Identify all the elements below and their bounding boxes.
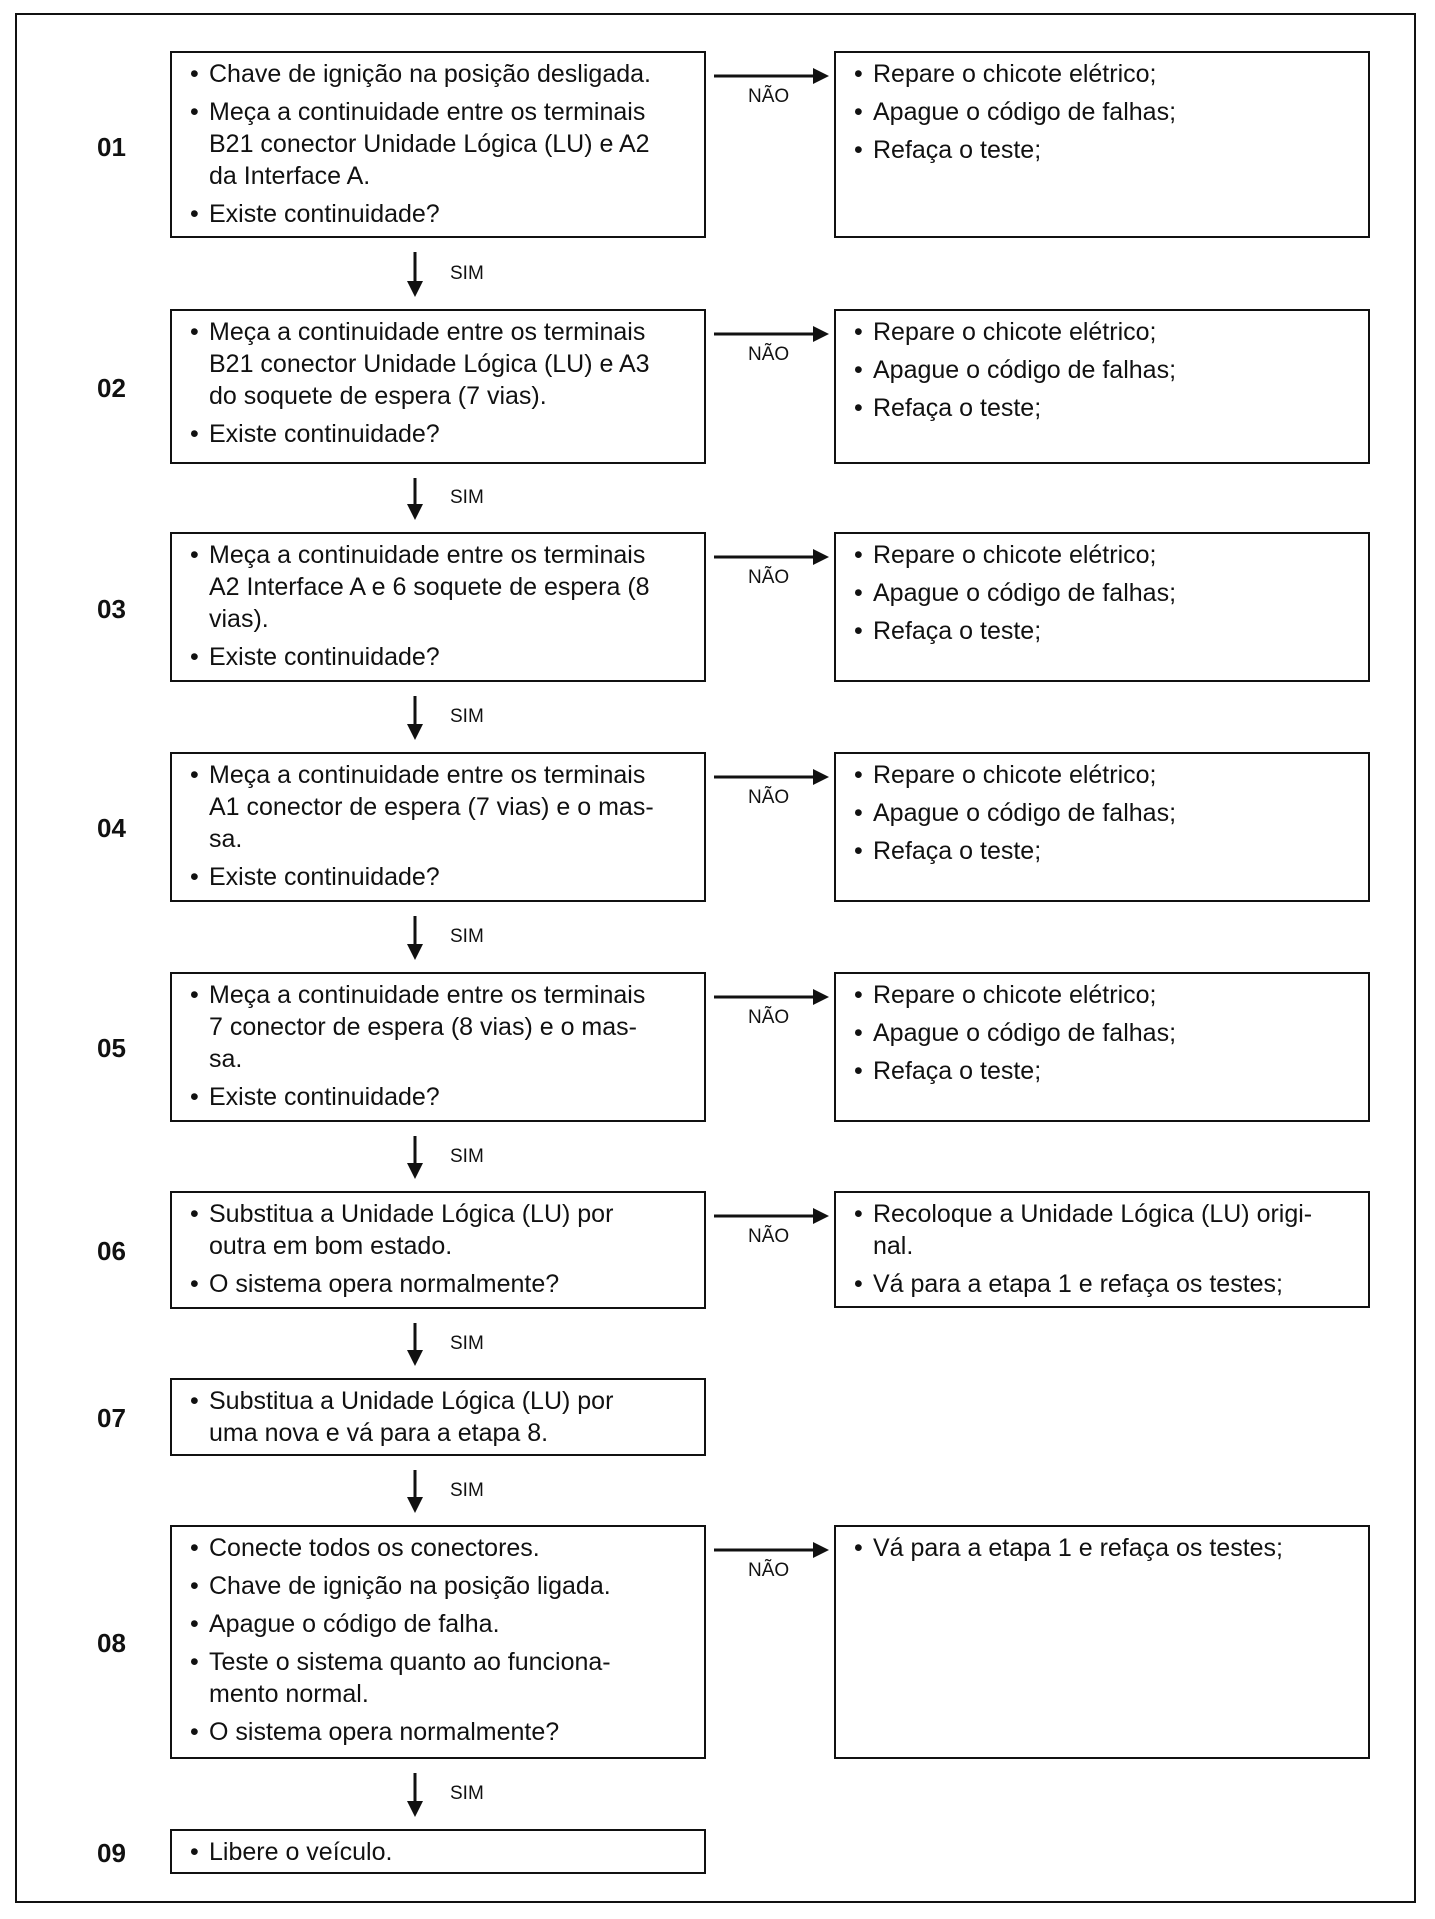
action-box: Repare o chicote elétrico; Apague o códig… bbox=[834, 51, 1370, 238]
no-arrow-head bbox=[813, 769, 829, 785]
step-number: 08 bbox=[97, 1628, 126, 1658]
check-item: Existe continuidade? bbox=[190, 861, 690, 893]
check-item: Meça a continuidade entre os terminaisA1… bbox=[190, 759, 690, 855]
check-item: Apague o código de falha. bbox=[190, 1608, 690, 1640]
check-box: Meça a continuidade entre os terminaisA1… bbox=[170, 752, 706, 902]
action-box: Repare o chicote elétrico; Apague o códig… bbox=[834, 972, 1370, 1122]
step-number: 07 bbox=[97, 1403, 126, 1433]
action-item: Repare o chicote elétrico; bbox=[854, 58, 1354, 90]
action-item: Vá para a etapa 1 e refaça os testes; bbox=[854, 1532, 1354, 1564]
check-item: Existe continuidade? bbox=[190, 1081, 690, 1113]
yes-label: SIM bbox=[450, 1146, 484, 1167]
no-label: NÃO bbox=[748, 1226, 790, 1247]
check-item: Meça a continuidade entre os terminaisA2… bbox=[190, 539, 690, 635]
no-label: NÃO bbox=[748, 1007, 790, 1028]
check-item: Libere o veículo. bbox=[190, 1836, 690, 1868]
yes-arrow-head bbox=[407, 281, 423, 297]
yes-label: SIM bbox=[450, 706, 484, 727]
check-item: Existe continuidade? bbox=[190, 418, 690, 450]
action-item: Refaça o teste; bbox=[854, 392, 1354, 424]
yes-label: SIM bbox=[450, 263, 484, 284]
no-arrow-head bbox=[813, 68, 829, 84]
no-label: NÃO bbox=[748, 787, 790, 808]
check-item: Existe continuidade? bbox=[190, 641, 690, 673]
diagram-frame bbox=[15, 13, 1416, 1903]
check-box: Meça a continuidade entre os terminais7 … bbox=[170, 972, 706, 1122]
check-item: Chave de ignição na posição desligada. bbox=[190, 58, 690, 90]
action-item: Refaça o teste; bbox=[854, 1055, 1354, 1087]
check-box: Libere o veículo. bbox=[170, 1829, 706, 1874]
check-item: Chave de ignição na posição ligada. bbox=[190, 1570, 690, 1602]
check-item: Meça a continuidade entre os terminaisB2… bbox=[190, 316, 690, 412]
step-number: 02 bbox=[97, 373, 126, 403]
action-item: Repare o chicote elétrico; bbox=[854, 979, 1354, 1011]
check-box: Meça a continuidade entre os terminaisA2… bbox=[170, 532, 706, 682]
action-item: Repare o chicote elétrico; bbox=[854, 316, 1354, 348]
check-item: Existe continuidade? bbox=[190, 198, 690, 230]
action-item: Vá para a etapa 1 e refaça os testes; bbox=[854, 1268, 1354, 1300]
no-label: NÃO bbox=[748, 567, 790, 588]
no-arrow-head bbox=[813, 549, 829, 565]
action-item: Repare o chicote elétrico; bbox=[854, 539, 1354, 571]
action-item: Refaça o teste; bbox=[854, 615, 1354, 647]
action-box: Recoloque a Unidade Lógica (LU) origi-na… bbox=[834, 1191, 1370, 1308]
yes-label: SIM bbox=[450, 926, 484, 947]
step-number: 06 bbox=[97, 1236, 126, 1266]
check-item: Meça a continuidade entre os terminaisB2… bbox=[190, 96, 690, 192]
check-item: Conecte todos os conectores. bbox=[190, 1532, 690, 1564]
check-box: Meça a continuidade entre os terminaisB2… bbox=[170, 309, 706, 464]
check-item: Meça a continuidade entre os terminais7 … bbox=[190, 979, 690, 1075]
action-item: Apague o código de falhas; bbox=[854, 354, 1354, 386]
check-item: O sistema opera normalmente? bbox=[190, 1268, 690, 1300]
no-arrow-head bbox=[813, 326, 829, 342]
step-number: 04 bbox=[97, 813, 126, 843]
action-box: Repare o chicote elétrico; Apague o códig… bbox=[834, 309, 1370, 464]
no-arrow-head bbox=[813, 1542, 829, 1558]
yes-arrow-head bbox=[407, 1163, 423, 1179]
yes-label: SIM bbox=[450, 1783, 484, 1804]
check-box: Conecte todos os conectores. Chave de ign… bbox=[170, 1525, 706, 1759]
yes-arrow-head bbox=[407, 1350, 423, 1366]
action-item: Apague o código de falhas; bbox=[854, 797, 1354, 829]
yes-arrow-head bbox=[407, 724, 423, 740]
step-number: 05 bbox=[97, 1033, 126, 1063]
action-item: Apague o código de falhas; bbox=[854, 577, 1354, 609]
action-box: Vá para a etapa 1 e refaça os testes; bbox=[834, 1525, 1370, 1759]
check-box: Substitua a Unidade Lógica (LU) poroutra… bbox=[170, 1191, 706, 1309]
no-arrow-head bbox=[813, 989, 829, 1005]
action-item: Apague o código de falhas; bbox=[854, 1017, 1354, 1049]
no-label: NÃO bbox=[748, 344, 790, 365]
action-item: Apague o código de falhas; bbox=[854, 96, 1354, 128]
step-number: 03 bbox=[97, 594, 126, 624]
action-item: Repare o chicote elétrico; bbox=[854, 759, 1354, 791]
no-label: NÃO bbox=[748, 1560, 790, 1581]
action-box: Repare o chicote elétrico; Apague o códig… bbox=[834, 752, 1370, 902]
action-item: Refaça o teste; bbox=[854, 835, 1354, 867]
yes-label: SIM bbox=[450, 487, 484, 508]
yes-arrow-head bbox=[407, 504, 423, 520]
check-item: Teste o sistema quanto ao funciona-mento… bbox=[190, 1646, 690, 1710]
step-number: 09 bbox=[97, 1838, 126, 1868]
action-item: Recoloque a Unidade Lógica (LU) origi-na… bbox=[854, 1198, 1354, 1262]
yes-arrow-head bbox=[407, 944, 423, 960]
no-arrow-head bbox=[813, 1208, 829, 1224]
no-label: NÃO bbox=[748, 86, 790, 107]
yes-label: SIM bbox=[450, 1333, 484, 1354]
yes-arrow-head bbox=[407, 1497, 423, 1513]
action-item: Refaça o teste; bbox=[854, 134, 1354, 166]
action-box: Repare o chicote elétrico; Apague o códig… bbox=[834, 532, 1370, 682]
check-box: Chave de ignição na posição desligada. Me… bbox=[170, 51, 706, 238]
check-item: Substitua a Unidade Lógica (LU) poroutra… bbox=[190, 1198, 690, 1262]
step-number: 01 bbox=[97, 132, 126, 162]
check-item: O sistema opera normalmente? bbox=[190, 1716, 690, 1748]
yes-arrow-head bbox=[407, 1801, 423, 1817]
yes-label: SIM bbox=[450, 1480, 484, 1501]
